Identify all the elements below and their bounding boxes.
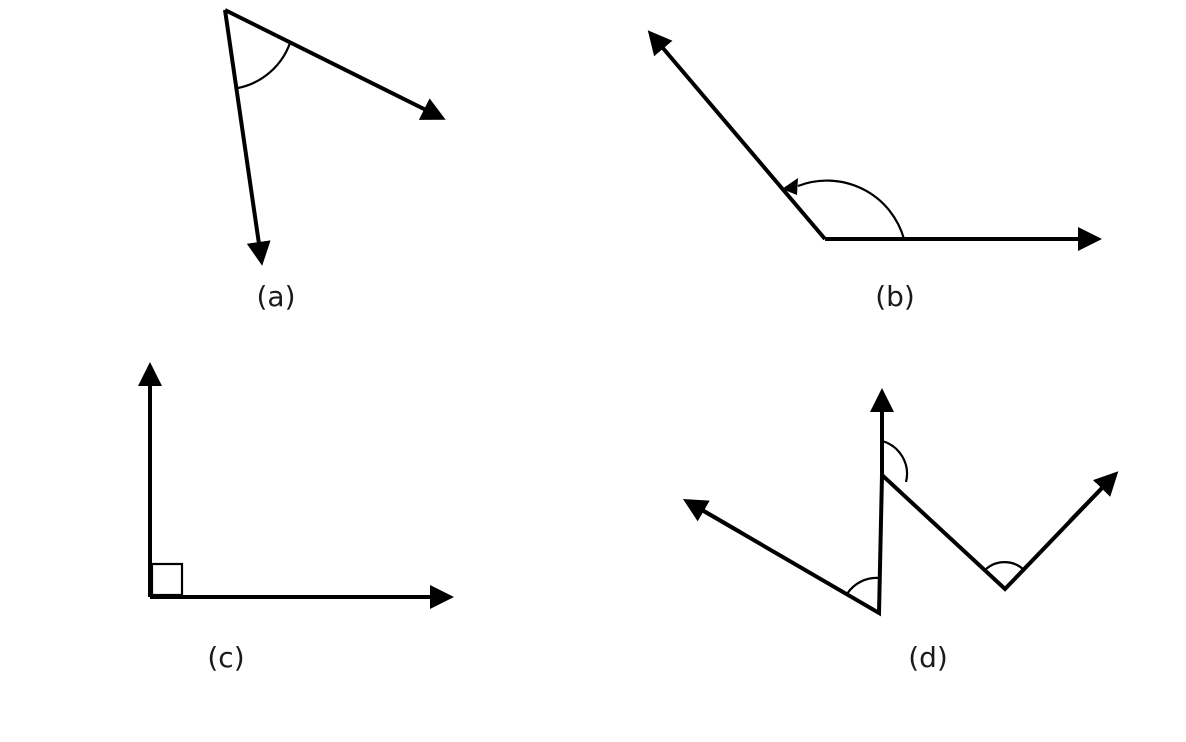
- panel-b-arc-arrowhead: [782, 178, 798, 195]
- panel-d-angle-arc-right: [984, 560, 1025, 571]
- panel-b-angle-arc: [797, 179, 906, 240]
- panel-d-angle-arc-left: [846, 576, 880, 595]
- panel-b-ray-upper-left: [647, 30, 827, 241]
- panel-d-zigzag-path: [700, 470, 1105, 617]
- panel-a-label: (a): [256, 280, 295, 313]
- panel-a-angle-arc: [237, 42, 292, 90]
- panel-a-ray-down: [223, 9, 271, 266]
- panel-d-ray-upper-right: [1068, 471, 1119, 523]
- panel-b-label: (b): [875, 280, 915, 313]
- panel-d: (d): [682, 388, 1119, 674]
- panel-d-angle-arc-top: [881, 439, 909, 483]
- panel-c: (c): [138, 362, 454, 674]
- panel-c-label: (c): [207, 641, 244, 674]
- panel-d-label: (d): [908, 641, 948, 674]
- panel-a-ray-right: [224, 8, 446, 120]
- panel-c-right-angle-marker: [150, 562, 184, 597]
- panel-a: (a): [223, 8, 446, 313]
- panel-d-ray-upper-left: [682, 498, 742, 534]
- panel-b: (b): [647, 30, 1102, 313]
